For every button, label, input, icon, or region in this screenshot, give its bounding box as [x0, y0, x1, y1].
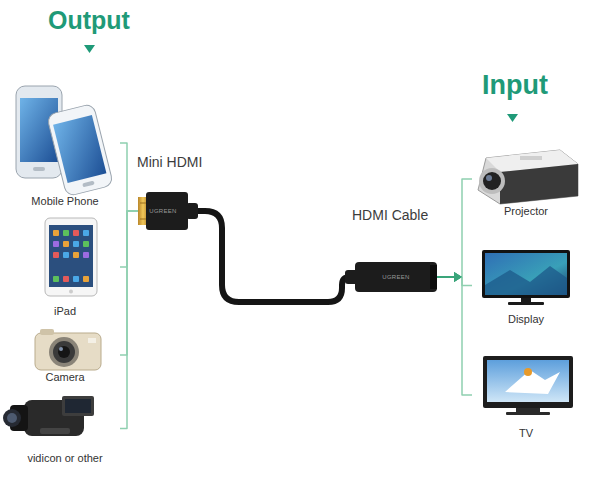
device-node: vidicon or other: [10, 392, 120, 465]
tablet-illustration: [45, 218, 97, 296]
bracket-line: [120, 211, 138, 267]
connector: [120, 143, 138, 211]
down-marker: [507, 114, 518, 122]
connector: [188, 211, 355, 302]
cable-plug: Mini HDMIUGREEN: [138, 192, 188, 230]
camcorder-illustration: [3, 396, 94, 436]
connector: [437, 272, 472, 395]
connector: [120, 211, 138, 355]
device-node: iPad: [10, 216, 120, 318]
mini-hdmi-plug: [138, 192, 198, 230]
device-caption: TV: [472, 426, 580, 440]
device-caption: Mobile Phone: [10, 194, 120, 208]
section-heading: Input: [482, 70, 548, 101]
brand-mark: UGREEN: [355, 273, 437, 281]
bracket-line: [462, 179, 472, 277]
device-caption: vidicon or other: [10, 451, 120, 465]
bracket-line: [120, 211, 138, 429]
connector: [437, 179, 472, 282]
arrow-head: [454, 272, 462, 282]
projector-illustration: [478, 150, 578, 204]
device-caption: iPad: [10, 304, 120, 318]
cable-line: [188, 211, 355, 302]
hdmi-female-plug: [345, 262, 437, 292]
bracket-line: [462, 277, 472, 395]
connector: [120, 211, 138, 429]
arrow-head: [454, 272, 462, 282]
bracket-line: [120, 211, 138, 355]
plug-label: HDMI Cable: [352, 207, 428, 223]
down-marker: [84, 45, 95, 53]
cable-plug: HDMI CableUGREEN: [355, 262, 437, 292]
device-caption: Display: [472, 312, 580, 326]
device-node: TV: [472, 350, 580, 440]
connector: [437, 272, 472, 286]
section-heading: Output: [48, 6, 130, 35]
brand-mark: UGREEN: [138, 207, 188, 215]
device-node: Projector: [472, 140, 580, 218]
monitor-illustration: [482, 250, 570, 305]
device-node: Mobile Phone: [10, 78, 120, 208]
device-caption: Projector: [472, 204, 580, 218]
camera-illustration: [35, 329, 101, 370]
bracket-line: [120, 143, 138, 211]
phone-illustration: [16, 86, 113, 197]
device-caption: Camera: [10, 370, 120, 384]
tv-illustration: [483, 356, 573, 415]
arrow-head: [454, 272, 462, 282]
plug-label: Mini HDMI: [137, 154, 202, 170]
bracket-line: [462, 277, 472, 286]
connector: [120, 211, 138, 267]
device-node: Camera: [10, 326, 120, 384]
device-node: Display: [472, 245, 580, 326]
